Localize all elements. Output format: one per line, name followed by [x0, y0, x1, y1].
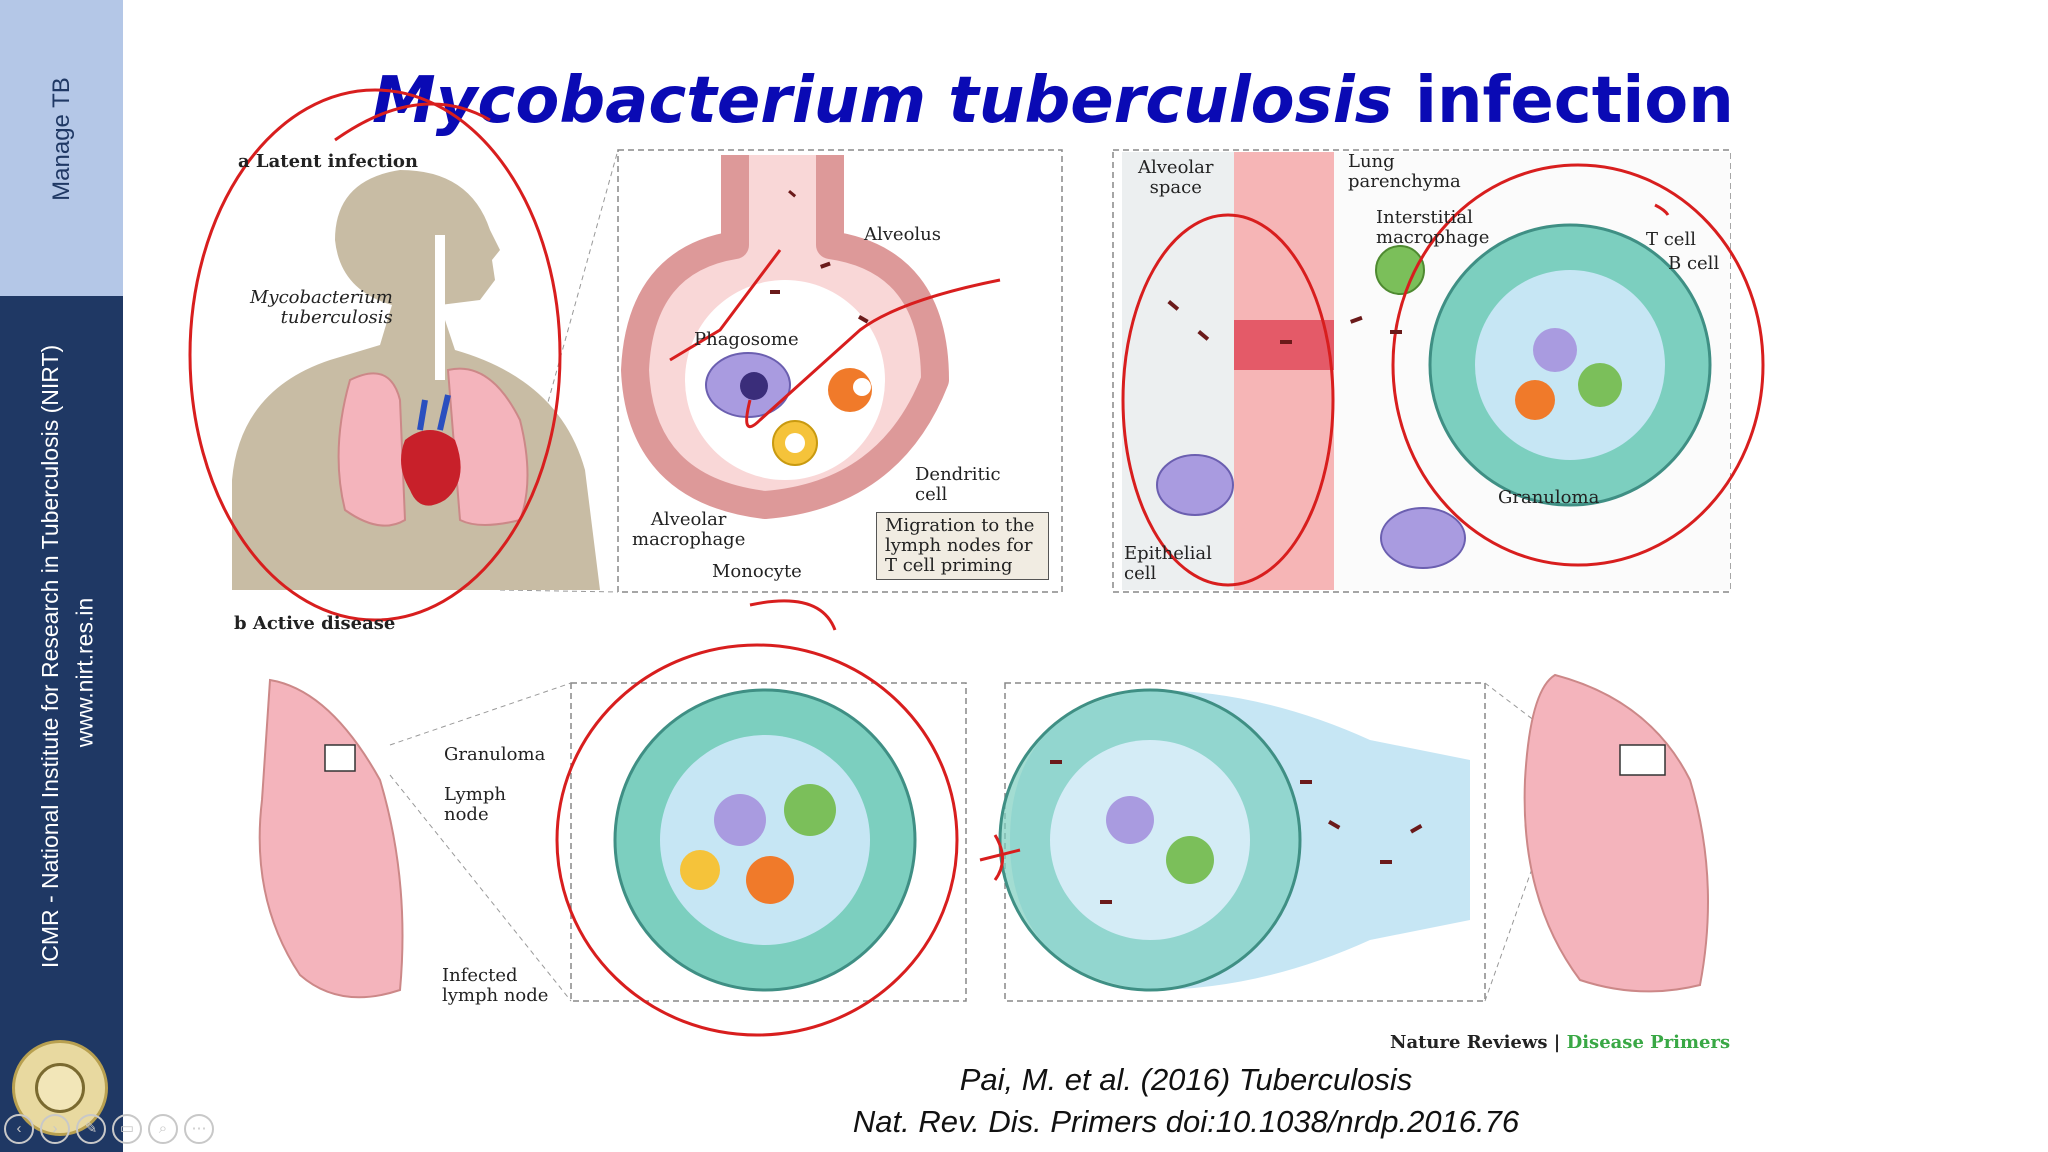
monocyte-label: Monocyte [712, 561, 802, 582]
slideshow-toolbar: ‹ › ✎ ▭ ⌕ ⋯ [4, 1114, 214, 1148]
epithelial-cell-label: Epithelial cell [1124, 543, 1212, 584]
lung-parenchyma-label: Lung parenchyma [1348, 151, 1461, 192]
dendritic-cell-label: Dendritic cell [915, 464, 1001, 505]
sidebar-header: Manage TB [0, 0, 123, 296]
zoom-icon[interactable]: ⌕ [148, 1114, 178, 1144]
alveolus-label: Alveolus [864, 224, 942, 245]
b-cell-label: B cell [1668, 253, 1720, 274]
migration-label: Migration to the lymph nodes for T cell … [876, 512, 1049, 580]
slides-icon[interactable]: ▭ [112, 1114, 142, 1144]
next-icon[interactable]: › [40, 1114, 70, 1144]
infected-lymph-node-label: Infected lymph node [442, 965, 549, 1006]
granuloma-b-label: Granuloma [444, 744, 546, 765]
lymph-node-label: Lymph node [444, 784, 506, 825]
red-annotations [188, 88, 1765, 1037]
previous-icon[interactable]: ‹ [4, 1114, 34, 1144]
alveolar-macrophage-label: Alveolar macrophage [632, 509, 746, 550]
panel-b-label: b Active disease [234, 613, 396, 634]
granuloma-a-label: Granuloma [1498, 487, 1600, 508]
phagosome-label: Phagosome [694, 329, 799, 350]
pen-icon[interactable]: ✎ [76, 1114, 106, 1144]
source-journal: Nature Reviews [1390, 1032, 1548, 1053]
t-cell-label: T cell [1646, 229, 1696, 250]
interstitial-macrophage-label: Interstitial macrophage [1376, 207, 1490, 248]
lung-left-b [258, 678, 404, 999]
title-rest: infection [1392, 64, 1734, 138]
human-silhouette [232, 170, 600, 590]
title-italic: Mycobacterium tuberculosis [372, 64, 1393, 138]
source-separator: | [1547, 1032, 1567, 1053]
alveolar-space-label: Alveolar space [1138, 157, 1214, 198]
alveolus-diagram [621, 155, 949, 519]
source-series: Disease Primers [1566, 1032, 1731, 1053]
sidebar-band: ICMR - National Institute for Research i… [0, 296, 123, 1152]
mtb-label: Mycobacterium tuberculosis [250, 287, 393, 328]
citation-line-2: Nat. Rev. Dis. Primers doi:10.1038/nrdp.… [852, 1104, 1520, 1139]
more-icon[interactable]: ⋯ [184, 1114, 214, 1144]
citation-line-1: Pai, M. et al. (2016) Tuberculosis [959, 1062, 1413, 1097]
figure-source: Nature Reviews | Disease Primers [1390, 1032, 1730, 1053]
slide-title: Mycobacterium tuberculosis infection [372, 64, 1734, 138]
lung-right-b [1523, 673, 1709, 993]
panel-a-label: a Latent infection [238, 151, 419, 172]
